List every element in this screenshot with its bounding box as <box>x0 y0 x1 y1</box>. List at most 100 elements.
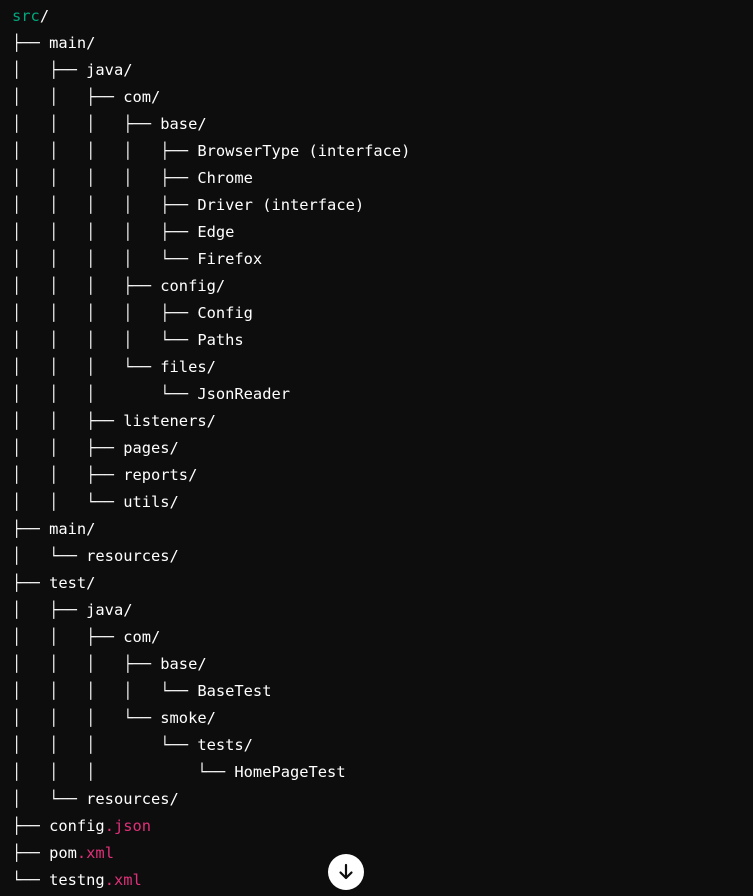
tree-line: │ │ │ └── files/ <box>12 354 410 381</box>
tree-guide: │ │ │ └── <box>12 763 235 781</box>
tree-entry-name: Config <box>197 304 253 322</box>
tree-guide: │ │ │ │ ├── <box>12 142 198 160</box>
tree-guide: │ │ │ │ └── <box>12 682 198 700</box>
tree-entry-name: src <box>12 7 40 25</box>
tree-entry-name: test/ <box>49 574 96 592</box>
tree-guide: │ │ │ │ └── <box>12 250 198 268</box>
tree-guide: │ │ │ │ ├── <box>12 196 198 214</box>
tree-guide: ├── <box>12 520 50 538</box>
file-extension: .json <box>104 817 152 835</box>
tree-entry-name: Driver (interface) <box>197 196 365 214</box>
tree-entry-name: pom <box>49 844 77 862</box>
tree-line: │ │ │ │ └── BaseTest <box>12 678 410 705</box>
tree-guide: │ └── <box>12 547 87 565</box>
tree-line: │ │ ├── listeners/ <box>12 408 410 435</box>
tree-guide: │ │ │ └── <box>12 385 198 403</box>
directory-tree: src/├── main/│ ├── java/│ │ ├── com/│ │ … <box>12 3 410 894</box>
tree-line: ├── pom.xml <box>12 840 410 867</box>
tree-entry-name: resources/ <box>86 547 179 565</box>
tree-entry-name: Chrome <box>197 169 253 187</box>
file-extension: .xml <box>76 844 114 862</box>
arrow-down-icon <box>339 863 353 880</box>
scroll-to-bottom-button[interactable] <box>328 854 364 890</box>
tree-line: │ └── resources/ <box>12 786 410 813</box>
tree-guide: │ │ │ ├── <box>12 115 161 133</box>
tree-line: │ │ │ │ ├── Config <box>12 300 410 327</box>
tree-guide: ├── <box>12 817 50 835</box>
tree-guide: │ │ │ ├── <box>12 277 161 295</box>
tree-line: src/ <box>12 3 410 30</box>
tree-guide: ├── <box>12 34 50 52</box>
tree-entry-name: files/ <box>160 358 216 376</box>
tree-entry-name: main/ <box>49 34 96 52</box>
tree-line: │ │ │ │ ├── Chrome <box>12 165 410 192</box>
tree-guide: │ │ │ └── <box>12 358 161 376</box>
tree-guide: │ │ │ │ ├── <box>12 304 198 322</box>
tree-line: │ │ ├── com/ <box>12 624 410 651</box>
tree-guide: │ │ │ │ ├── <box>12 169 198 187</box>
tree-entry-name: smoke/ <box>160 709 216 727</box>
tree-entry-name: resources/ <box>86 790 179 808</box>
tree-entry-name: / <box>39 7 50 25</box>
tree-guide: │ │ ├── <box>12 628 124 646</box>
tree-guide: │ ├── <box>12 601 87 619</box>
tree-guide: │ │ ├── <box>12 88 124 106</box>
tree-entry-name: Edge <box>197 223 235 241</box>
tree-entry-name: java/ <box>86 601 133 619</box>
tree-guide: │ │ └── <box>12 493 124 511</box>
tree-guide: │ │ ├── <box>12 466 124 484</box>
tree-entry-name: Firefox <box>197 250 263 268</box>
tree-entry-name: Paths <box>197 331 244 349</box>
tree-line: │ │ ├── pages/ <box>12 435 410 462</box>
tree-line: │ │ │ │ └── Paths <box>12 327 410 354</box>
tree-entry-name: HomePageTest <box>234 763 346 781</box>
tree-entry-name: pages/ <box>123 439 179 457</box>
tree-line: │ │ │ ├── base/ <box>12 111 410 138</box>
tree-entry-name: base/ <box>160 655 207 673</box>
tree-entry-name: BrowserType (interface) <box>197 142 411 160</box>
tree-line: │ └── resources/ <box>12 543 410 570</box>
tree-guide: │ ├── <box>12 61 87 79</box>
tree-line: ├── test/ <box>12 570 410 597</box>
tree-line: │ │ ├── reports/ <box>12 462 410 489</box>
tree-line: ├── main/ <box>12 516 410 543</box>
tree-line: │ ├── java/ <box>12 597 410 624</box>
tree-entry-name: reports/ <box>123 466 198 484</box>
tree-line: │ │ │ └── smoke/ <box>12 705 410 732</box>
tree-entry-name: config/ <box>160 277 226 295</box>
tree-entry-name: main/ <box>49 520 96 538</box>
tree-line: ├── config.json <box>12 813 410 840</box>
tree-guide: │ │ │ └── <box>12 736 198 754</box>
tree-guide: ├── <box>12 844 50 862</box>
tree-guide: │ │ ├── <box>12 439 124 457</box>
tree-entry-name: config <box>49 817 105 835</box>
tree-guide: ├── <box>12 574 50 592</box>
tree-guide: │ │ │ │ ├── <box>12 223 198 241</box>
tree-entry-name: tests/ <box>197 736 253 754</box>
tree-line: │ │ │ │ ├── Driver (interface) <box>12 192 410 219</box>
tree-guide: │ │ ├── <box>12 412 124 430</box>
file-extension: .xml <box>104 871 142 889</box>
tree-guide: │ │ │ ├── <box>12 655 161 673</box>
tree-entry-name: com/ <box>123 628 161 646</box>
tree-line: └── testng.xml <box>12 867 410 894</box>
tree-line: │ │ │ │ └── Firefox <box>12 246 410 273</box>
tree-entry-name: base/ <box>160 115 207 133</box>
tree-line: │ │ ├── com/ <box>12 84 410 111</box>
tree-entry-name: java/ <box>86 61 133 79</box>
tree-line: │ │ │ │ ├── BrowserType (interface) <box>12 138 410 165</box>
tree-line: │ │ │ │ ├── Edge <box>12 219 410 246</box>
tree-entry-name: utils/ <box>123 493 179 511</box>
tree-line: │ │ │ └── tests/ <box>12 732 410 759</box>
tree-entry-name: testng <box>49 871 105 889</box>
tree-line: │ │ │ └── JsonReader <box>12 381 410 408</box>
tree-guide: │ │ │ │ └── <box>12 331 198 349</box>
tree-line: │ ├── java/ <box>12 57 410 84</box>
tree-line: ├── main/ <box>12 30 410 57</box>
tree-entry-name: com/ <box>123 88 161 106</box>
tree-line: │ │ │ ├── config/ <box>12 273 410 300</box>
tree-guide: │ └── <box>12 790 87 808</box>
tree-guide: │ │ │ └── <box>12 709 161 727</box>
tree-line: │ │ └── utils/ <box>12 489 410 516</box>
